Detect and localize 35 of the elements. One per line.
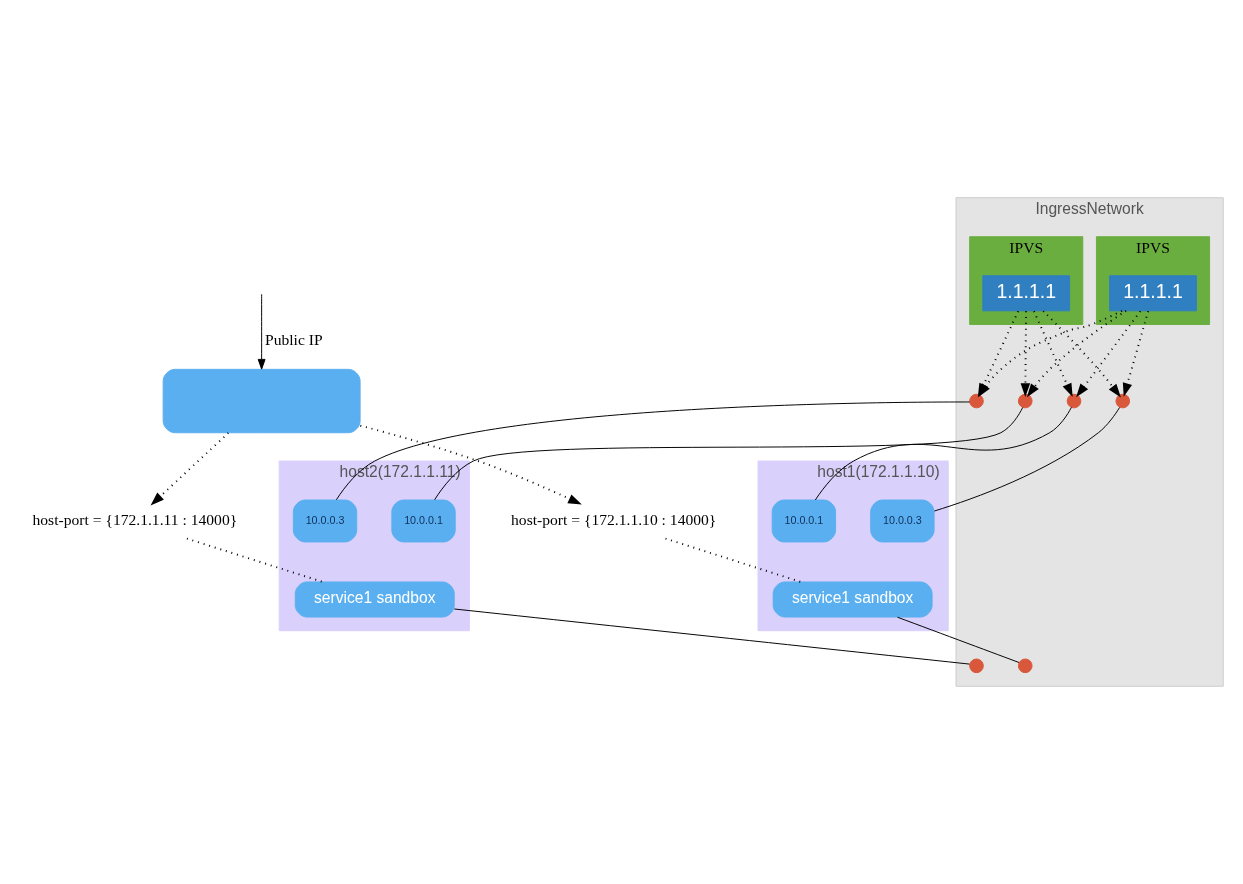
connector	[185, 537, 324, 583]
arrow	[257, 293, 266, 370]
node-circle	[969, 658, 984, 674]
connector	[335, 401, 971, 501]
arrow	[1042, 310, 1121, 398]
node-box: service1 sandbox	[294, 581, 455, 618]
node-box: service1 sandbox	[772, 581, 933, 618]
arrow	[1076, 310, 1142, 398]
edge-label: Public IP	[265, 330, 323, 348]
node-box: 10.0.0.3	[870, 499, 935, 543]
arrow	[150, 432, 230, 506]
node-box: 1.1.1.1	[1109, 275, 1197, 312]
arrow	[1020, 310, 1031, 397]
arrow	[1122, 310, 1150, 397]
node-circle	[1017, 393, 1033, 409]
node-circle	[1017, 658, 1033, 674]
node-box: 10.0.0.3	[292, 499, 358, 543]
node-box	[162, 368, 361, 434]
connector	[453, 608, 971, 665]
connector	[814, 406, 1072, 501]
node-circle	[1115, 393, 1131, 409]
arrow	[1026, 309, 1127, 398]
arrow	[359, 424, 582, 505]
connector	[434, 407, 1024, 501]
node-box: 10.0.0.1	[391, 499, 456, 543]
node-box: 1.1.1.1	[982, 275, 1071, 312]
node-circle	[1066, 393, 1082, 409]
connector	[933, 406, 1121, 512]
node-text: host-port = {172.1.1.10 : 14000}	[511, 510, 717, 528]
arrow	[1032, 310, 1073, 398]
connector	[897, 616, 1020, 663]
node-text: host-port = {172.1.1.11 : 14000}	[32, 510, 238, 528]
connector	[664, 537, 802, 583]
node-circle	[969, 393, 984, 409]
node-box: 10.0.0.1	[771, 499, 837, 543]
